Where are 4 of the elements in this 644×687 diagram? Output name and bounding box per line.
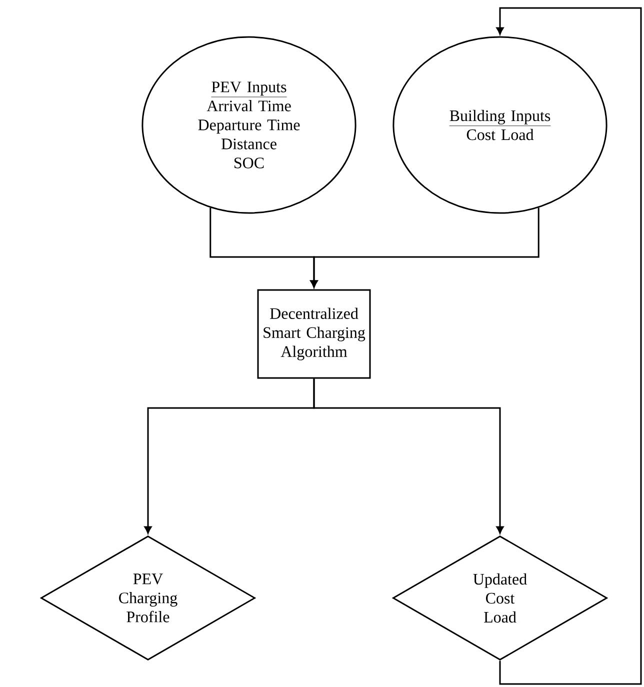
arrow [313,378,504,534]
arrow [496,7,642,685]
arrow [310,208,540,288]
process-box: Decentralized Smart Charging Algorithm [257,289,371,379]
